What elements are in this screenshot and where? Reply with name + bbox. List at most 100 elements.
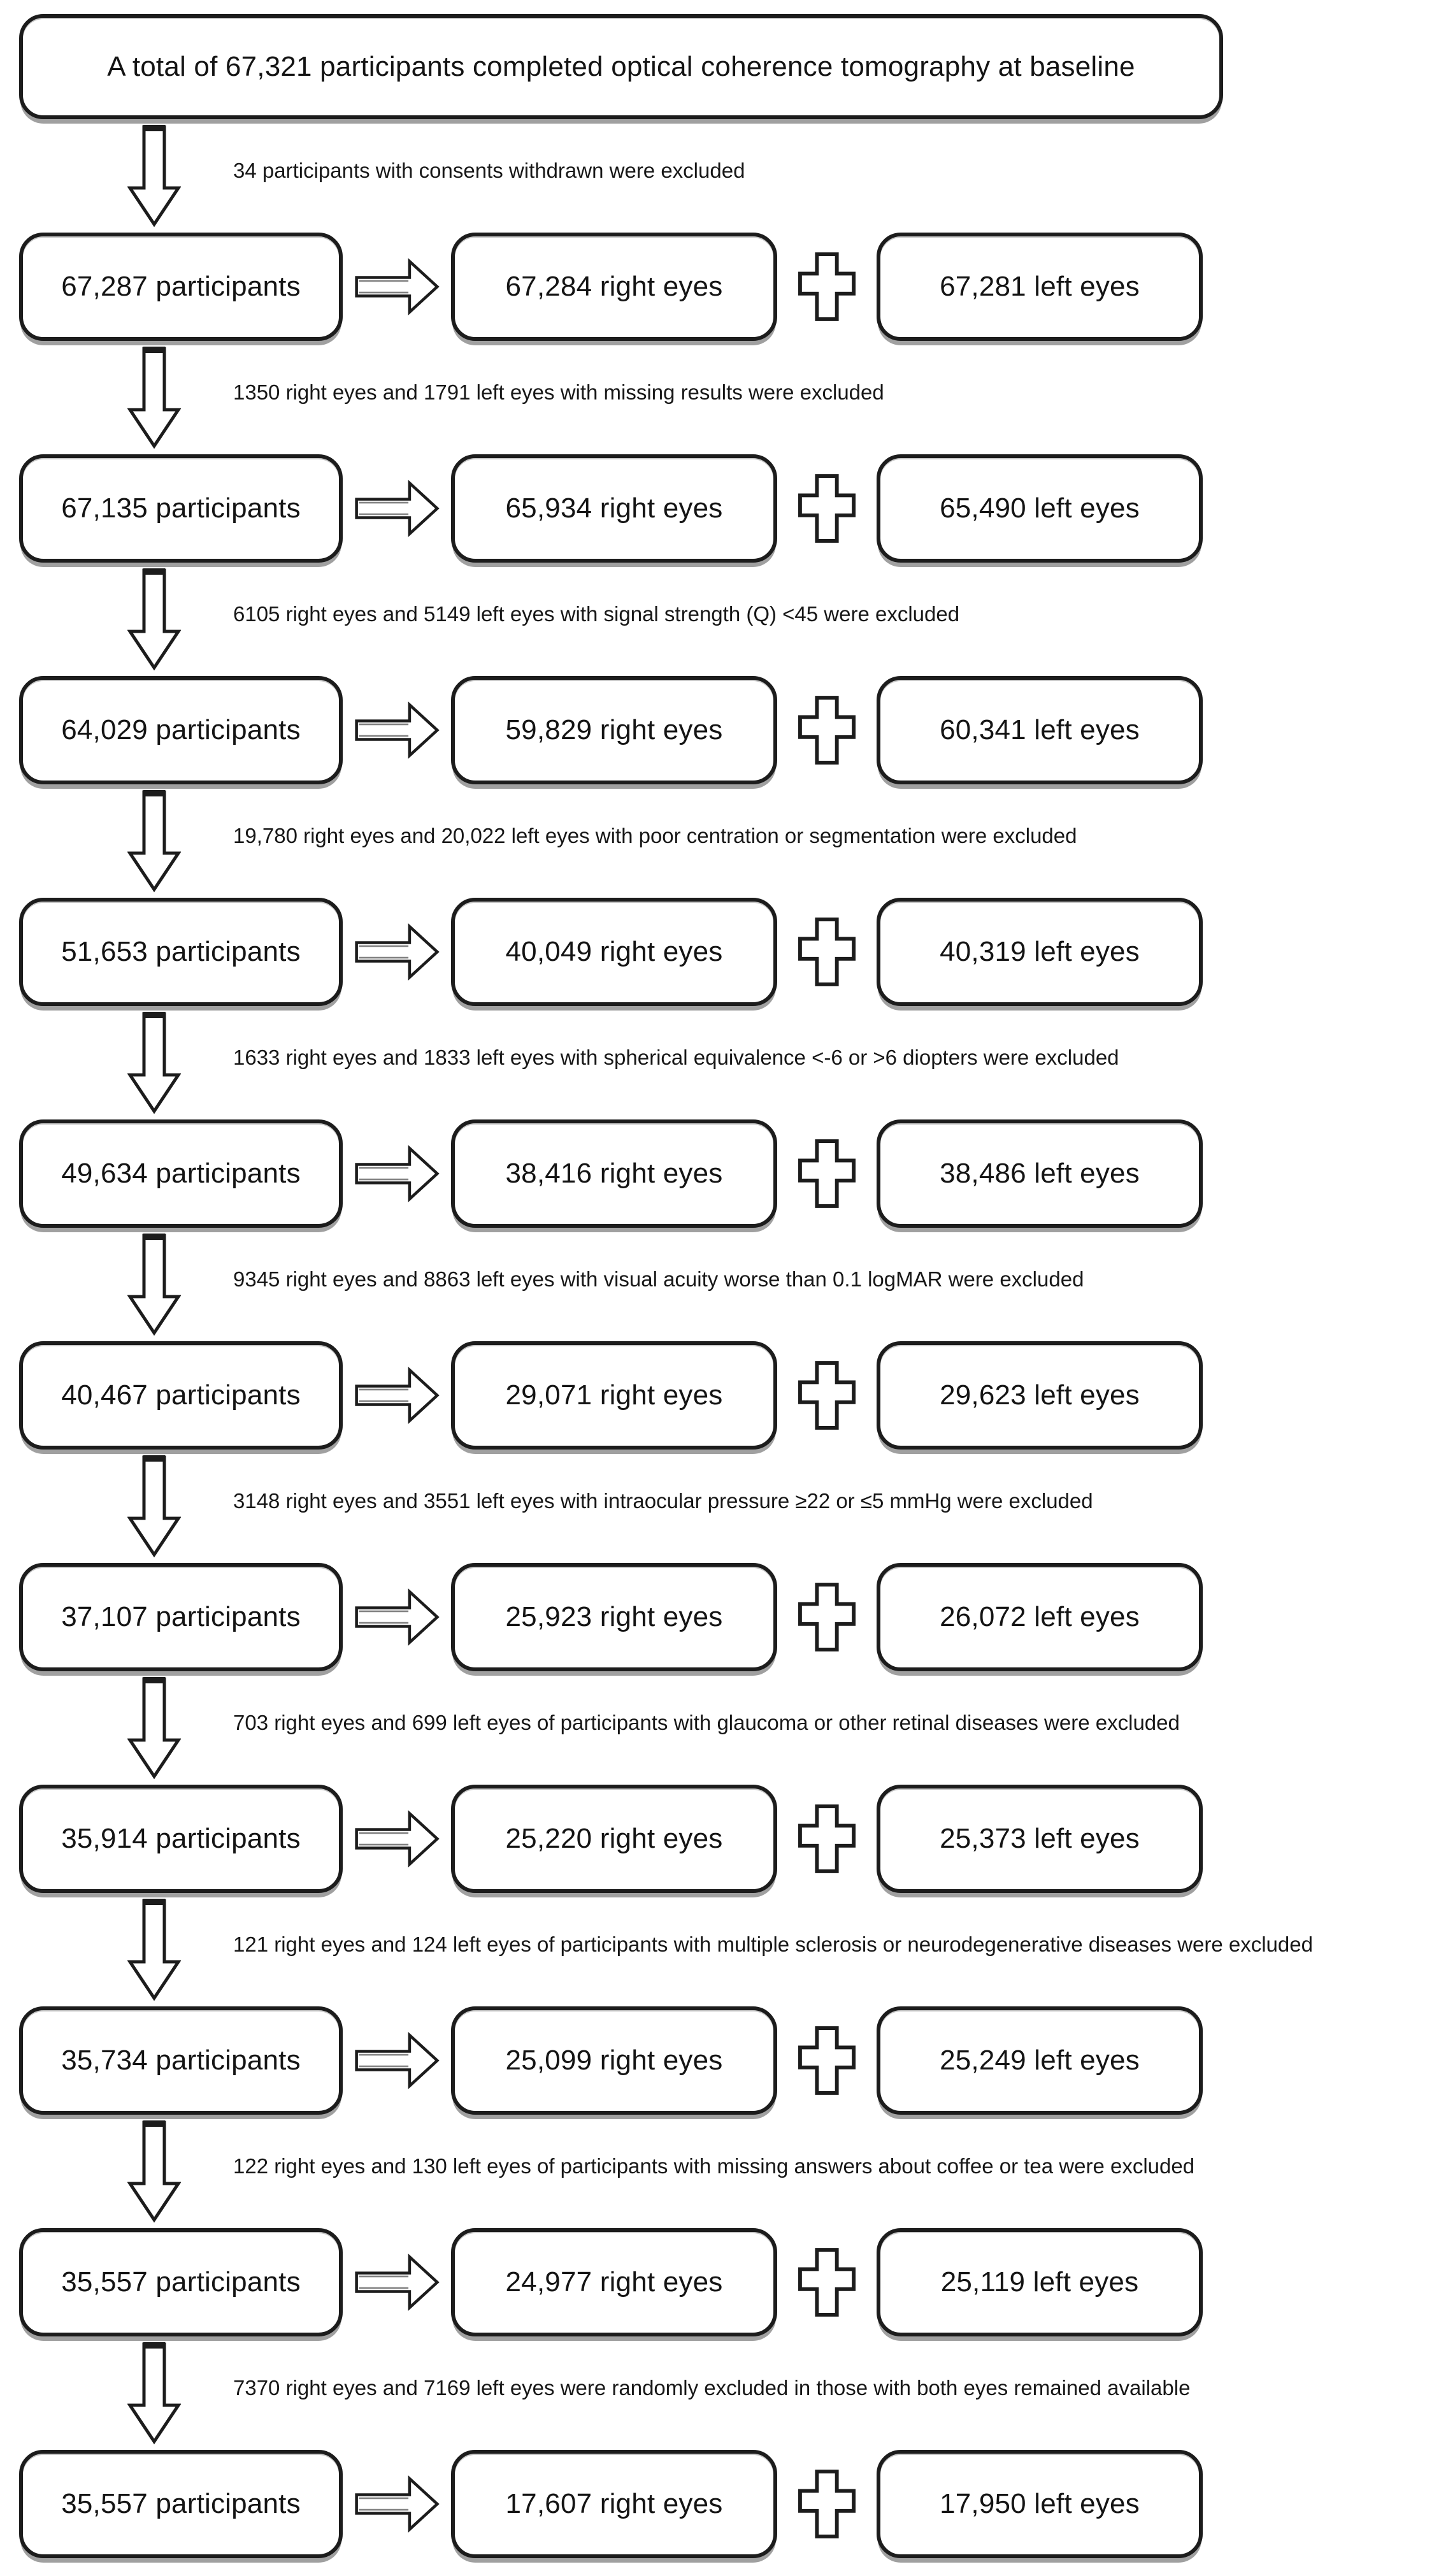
left-eyes-box: 60,341 left eyes bbox=[877, 676, 1203, 784]
exclusion-step: 7370 right eyes and 7169 left eyes were … bbox=[0, 2336, 1448, 2450]
exclusion-note: 122 right eyes and 130 left eyes of part… bbox=[233, 2154, 1195, 2178]
participants-box: 35,557 participants bbox=[19, 2228, 343, 2336]
flow-step: 34 participants with consents withdrawn … bbox=[0, 119, 1448, 341]
plus-icon bbox=[777, 898, 877, 1006]
flow-step: 122 right eyes and 130 left eyes of part… bbox=[0, 2115, 1448, 2336]
right-eyes-box: 29,071 right eyes bbox=[451, 1341, 777, 1450]
down-arrow-icon bbox=[127, 1454, 181, 1558]
cohort-row: 35,914 participants 25,220 right eyes 25… bbox=[19, 1785, 1448, 1893]
right-arrow-icon bbox=[343, 676, 451, 784]
cohort-row: 67,287 participants 67,284 right eyes 67… bbox=[19, 233, 1448, 341]
flow-step: 9345 right eyes and 8863 left eyes with … bbox=[0, 1228, 1448, 1450]
participants-box: 67,135 participants bbox=[19, 454, 343, 563]
left-eyes-box: 67,281 left eyes bbox=[877, 233, 1203, 341]
exclusion-step: 121 right eyes and 124 left eyes of part… bbox=[0, 1893, 1448, 2006]
right-eyes-box: 17,607 right eyes bbox=[451, 2450, 777, 2558]
plus-icon bbox=[777, 1785, 877, 1893]
exclusion-note: 34 participants with consents withdrawn … bbox=[233, 159, 745, 182]
down-arrow-icon bbox=[127, 124, 181, 228]
down-arrow-icon bbox=[127, 789, 181, 893]
left-eyes-box: 29,623 left eyes bbox=[877, 1341, 1203, 1450]
left-eyes-box: 65,490 left eyes bbox=[877, 454, 1203, 563]
right-eyes-box: 25,923 right eyes bbox=[451, 1563, 777, 1671]
right-arrow-icon bbox=[343, 2450, 451, 2558]
cohort-row: 49,634 participants 38,416 right eyes 38… bbox=[19, 1119, 1448, 1228]
flow-step: 19,780 right eyes and 20,022 left eyes w… bbox=[0, 784, 1448, 1006]
right-arrow-icon bbox=[343, 1119, 451, 1228]
right-arrow-icon bbox=[343, 898, 451, 1006]
flow-step: 121 right eyes and 124 left eyes of part… bbox=[0, 1893, 1448, 2115]
participants-box: 37,107 participants bbox=[19, 1563, 343, 1671]
exclusion-note: 9345 right eyes and 8863 left eyes with … bbox=[233, 1267, 1084, 1291]
exclusion-step: 1633 right eyes and 1833 left eyes with … bbox=[0, 1006, 1448, 1119]
cohort-row: 40,467 participants 29,071 right eyes 29… bbox=[19, 1341, 1448, 1450]
right-arrow-icon bbox=[343, 233, 451, 341]
left-eyes-box: 17,950 left eyes bbox=[877, 2450, 1203, 2558]
participants-box: 51,653 participants bbox=[19, 898, 343, 1006]
cohort-row: 35,557 participants 17,607 right eyes 17… bbox=[19, 2450, 1448, 2558]
exclusion-note: 19,780 right eyes and 20,022 left eyes w… bbox=[233, 824, 1077, 847]
plus-icon bbox=[777, 454, 877, 563]
plus-icon bbox=[777, 2006, 877, 2115]
cohort-row: 51,653 participants 40,049 right eyes 40… bbox=[19, 898, 1448, 1006]
right-arrow-icon bbox=[343, 2006, 451, 2115]
flow-step: 1633 right eyes and 1833 left eyes with … bbox=[0, 1006, 1448, 1228]
right-eyes-box: 65,934 right eyes bbox=[451, 454, 777, 563]
plus-icon bbox=[777, 1341, 877, 1450]
left-eyes-box: 25,373 left eyes bbox=[877, 1785, 1203, 1893]
exclusion-note: 6105 right eyes and 5149 left eyes with … bbox=[233, 602, 960, 626]
cohort-row: 64,029 participants 59,829 right eyes 60… bbox=[19, 676, 1448, 784]
down-arrow-icon bbox=[127, 567, 181, 672]
left-eyes-box: 26,072 left eyes bbox=[877, 1563, 1203, 1671]
exclusion-note: 1350 right eyes and 1791 left eyes with … bbox=[233, 380, 884, 404]
cohort-row: 37,107 participants 25,923 right eyes 26… bbox=[19, 1563, 1448, 1671]
plus-icon bbox=[777, 2228, 877, 2336]
right-arrow-icon bbox=[343, 1563, 451, 1671]
right-eyes-box: 38,416 right eyes bbox=[451, 1119, 777, 1228]
exclusion-step: 1350 right eyes and 1791 left eyes with … bbox=[0, 341, 1448, 454]
participants-box: 67,287 participants bbox=[19, 233, 343, 341]
exclusion-step: 122 right eyes and 130 left eyes of part… bbox=[0, 2115, 1448, 2228]
down-arrow-icon bbox=[127, 345, 181, 450]
right-eyes-box: 25,099 right eyes bbox=[451, 2006, 777, 2115]
exclusion-step: 34 participants with consents withdrawn … bbox=[0, 119, 1448, 233]
participants-box: 40,467 participants bbox=[19, 1341, 343, 1450]
down-arrow-icon bbox=[127, 2119, 181, 2224]
participants-box: 64,029 participants bbox=[19, 676, 343, 784]
right-eyes-box: 40,049 right eyes bbox=[451, 898, 777, 1006]
plus-icon bbox=[777, 1563, 877, 1671]
exclusion-note: 1633 right eyes and 1833 left eyes with … bbox=[233, 1046, 1119, 1069]
right-arrow-icon bbox=[343, 1341, 451, 1450]
down-arrow-icon bbox=[127, 1676, 181, 1780]
flow-step: 3148 right eyes and 3551 left eyes with … bbox=[0, 1450, 1448, 1671]
exclusion-note: 7370 right eyes and 7169 left eyes were … bbox=[233, 2376, 1191, 2400]
right-eyes-box: 59,829 right eyes bbox=[451, 676, 777, 784]
exclusion-step: 19,780 right eyes and 20,022 left eyes w… bbox=[0, 784, 1448, 898]
exclusion-step: 3148 right eyes and 3551 left eyes with … bbox=[0, 1450, 1448, 1563]
right-arrow-icon bbox=[343, 454, 451, 563]
left-eyes-box: 40,319 left eyes bbox=[877, 898, 1203, 1006]
exclusion-step: 703 right eyes and 699 left eyes of part… bbox=[0, 1671, 1448, 1785]
cohort-row: 35,734 participants 25,099 right eyes 25… bbox=[19, 2006, 1448, 2115]
right-arrow-icon bbox=[343, 2228, 451, 2336]
right-arrow-icon bbox=[343, 1785, 451, 1893]
participants-box: 35,914 participants bbox=[19, 1785, 343, 1893]
down-arrow-icon bbox=[127, 1897, 181, 2002]
down-arrow-icon bbox=[127, 2341, 181, 2445]
plus-icon bbox=[777, 233, 877, 341]
right-eyes-box: 25,220 right eyes bbox=[451, 1785, 777, 1893]
plus-icon bbox=[777, 676, 877, 784]
participants-box: 35,557 participants bbox=[19, 2450, 343, 2558]
down-arrow-icon bbox=[127, 1011, 181, 1115]
baseline-total-box: A total of 67,321 participants completed… bbox=[19, 14, 1223, 119]
exclusion-note: 3148 right eyes and 3551 left eyes with … bbox=[233, 1489, 1093, 1513]
down-arrow-icon bbox=[127, 1232, 181, 1337]
flow-step: 6105 right eyes and 5149 left eyes with … bbox=[0, 563, 1448, 784]
plus-icon bbox=[777, 2450, 877, 2558]
right-eyes-box: 67,284 right eyes bbox=[451, 233, 777, 341]
exclusion-note: 121 right eyes and 124 left eyes of part… bbox=[233, 1932, 1313, 1956]
exclusion-step: 6105 right eyes and 5149 left eyes with … bbox=[0, 563, 1448, 676]
participants-box: 35,734 participants bbox=[19, 2006, 343, 2115]
exclusion-step: 9345 right eyes and 8863 left eyes with … bbox=[0, 1228, 1448, 1341]
